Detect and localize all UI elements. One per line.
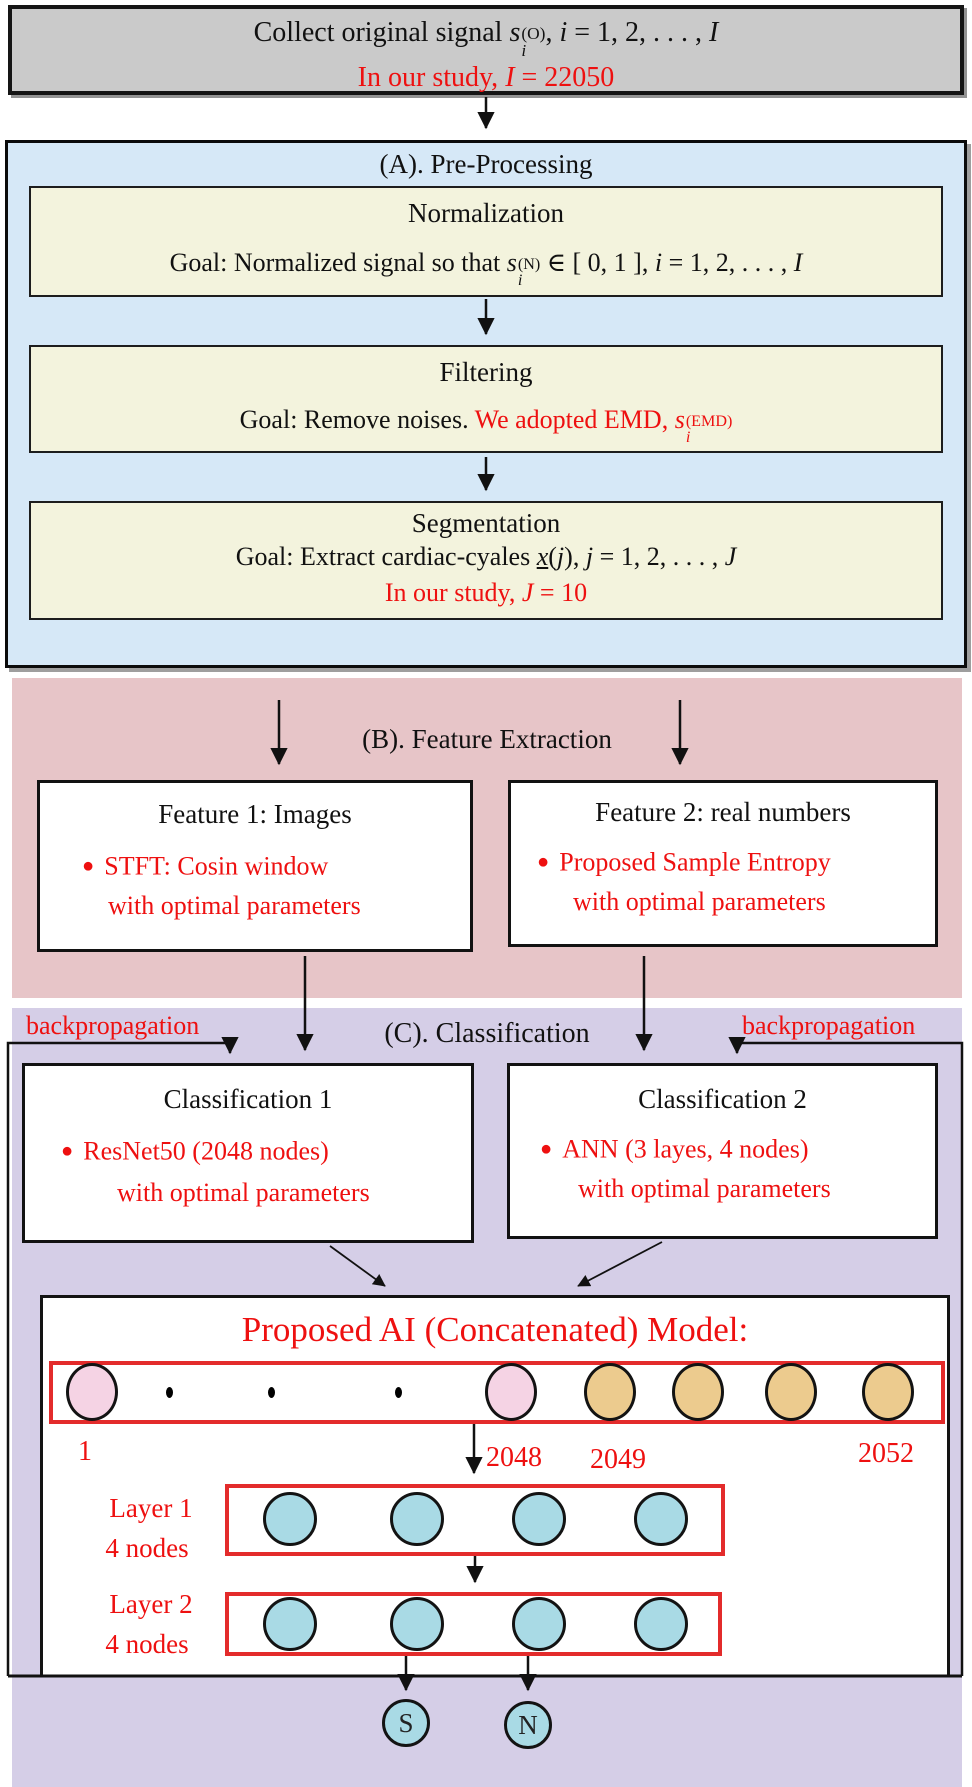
layer1-node-2 xyxy=(390,1492,444,1546)
feature2-box: Feature 2: real numbers ●Proposed Sample… xyxy=(508,780,938,947)
classification1-line1: ●ResNet50 (2048 nodes) xyxy=(61,1136,329,1166)
node-label-2052: 2052 xyxy=(858,1438,914,1469)
layer1-node-3 xyxy=(512,1492,566,1546)
segmentation-box: Segmentation Goal: Extract cardiac-cyale… xyxy=(29,501,943,620)
normalization-box: Normalization Goal: Normalized signal so… xyxy=(29,186,943,297)
filtering-goal-red: We adopted EMD, s(EMD)i xyxy=(474,405,733,447)
filtering-title: Filtering xyxy=(439,357,533,387)
collect-signal-box: Collect original signal s(O)i, i = 1, 2,… xyxy=(8,5,964,95)
classification2-title: Classification 2 xyxy=(638,1084,807,1114)
input-node-tan-2050 xyxy=(672,1363,724,1421)
ellipsis-dot xyxy=(395,1387,402,1398)
segmentation-goal: Goal: Extract cardiac-cyales x(j), j = 1… xyxy=(235,542,737,571)
layer1-label-line1: Layer 1 xyxy=(109,1493,193,1523)
bullet-icon: ● xyxy=(537,851,550,873)
classification1-title: Classification 1 xyxy=(163,1084,333,1114)
normalization-title: Normalization xyxy=(408,198,564,228)
node-label-2048: 2048 xyxy=(486,1442,542,1473)
output-node-n: N xyxy=(504,1701,552,1749)
classification2-line2: with optimal parameters xyxy=(578,1174,831,1204)
filtering-box: Filtering Goal: Remove noises. We adopte… xyxy=(29,345,943,453)
input-node-tan-2052 xyxy=(862,1363,914,1421)
classification-title: (C). Classification xyxy=(384,1018,590,1049)
bullet-icon: ● xyxy=(540,1138,553,1160)
normalization-goal: Goal: Normalized signal so that s(N)i ∈ … xyxy=(169,248,803,290)
feature-extraction-title: (B). Feature Extraction xyxy=(362,724,612,754)
filtering-goal-black: Goal: Remove noises. xyxy=(239,405,475,434)
backpropagation-label-right: backpropagation xyxy=(742,1011,916,1040)
layer2-node-1 xyxy=(263,1597,317,1651)
output-label-n: N xyxy=(518,1709,538,1740)
bullet-icon: ● xyxy=(61,1140,74,1162)
input-node-tan-2049 xyxy=(584,1363,636,1421)
feature1-box: Feature 1: Images ●STFT: Cosin window wi… xyxy=(37,780,473,952)
classification1-line2: with optimal parameters xyxy=(117,1178,370,1208)
layer2-label-line1: Layer 2 xyxy=(109,1589,193,1619)
preprocessing-title: (A). Pre-Processing xyxy=(379,149,593,179)
feature1-line2: with optimal parameters xyxy=(108,891,361,921)
feature1-line1: ●STFT: Cosin window xyxy=(82,851,329,881)
input-node-pink-2048 xyxy=(485,1363,537,1421)
output-label-s: S xyxy=(398,1707,414,1738)
proposed-model-title: Proposed AI (Concatenated) Model: xyxy=(241,1310,749,1349)
node-label-2049: 2049 xyxy=(590,1444,646,1475)
feature1-title: Feature 1: Images xyxy=(158,799,352,829)
bullet-icon: ● xyxy=(82,855,95,877)
output-node-s: S xyxy=(382,1699,430,1747)
layer2-node-3 xyxy=(512,1597,566,1651)
layer1-label-line2: 4 nodes xyxy=(105,1533,189,1563)
feature2-title: Feature 2: real numbers xyxy=(595,797,851,827)
layer2-node-4 xyxy=(634,1597,688,1651)
filtering-goal: Goal: Remove noises. We adopted EMD, s(E… xyxy=(31,403,941,447)
classification2-box: Classification 2 ●ANN (3 layes, 4 nodes)… xyxy=(507,1063,938,1239)
ellipsis-dot xyxy=(166,1387,173,1398)
collect-signal-note: In our study, I = 22050 xyxy=(357,62,615,94)
layer1-node-4 xyxy=(634,1492,688,1546)
layer2-label-line2: 4 nodes xyxy=(105,1629,189,1659)
ellipsis-dot xyxy=(268,1387,275,1398)
segmentation-note: In our study, J = 10 xyxy=(384,578,588,607)
input-node-tan-2051 xyxy=(765,1363,817,1421)
feature2-line1: ●Proposed Sample Entropy xyxy=(537,847,831,877)
input-node-pink-1 xyxy=(66,1363,118,1421)
layer2-node-2 xyxy=(390,1597,444,1651)
segmentation-title: Segmentation xyxy=(411,508,561,538)
classification1-box: Classification 1 ●ResNet50 (2048 nodes) … xyxy=(22,1063,474,1243)
layer1-node-1 xyxy=(263,1492,317,1546)
backpropagation-label-left: backpropagation xyxy=(26,1011,200,1040)
node-label-1: 1 xyxy=(78,1436,92,1467)
collect-signal-text: Collect original signal s(O)i, i = 1, 2,… xyxy=(253,17,719,61)
feature2-line2: with optimal parameters xyxy=(573,887,826,917)
classification2-line1: ●ANN (3 layes, 4 nodes) xyxy=(540,1134,809,1164)
